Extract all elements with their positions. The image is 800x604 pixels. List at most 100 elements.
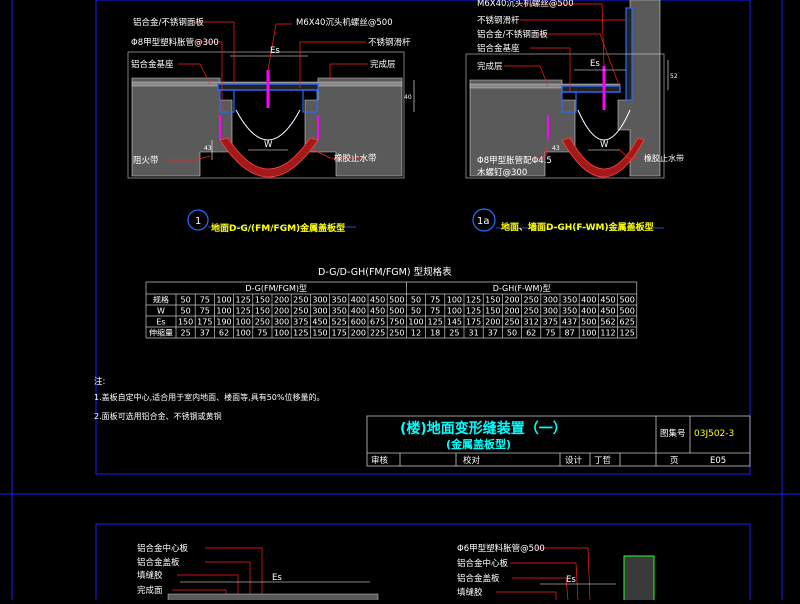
table-cell: 250 [293, 307, 308, 316]
table-cell: 100 [236, 329, 251, 338]
aluminum-base-right [302, 89, 318, 113]
bottom-right-label-4: 填缝胶 [457, 587, 483, 598]
table-cell: 50 [411, 296, 421, 305]
table-cell: 300 [312, 307, 327, 316]
bottom-left-label-3: 填缝胶 [137, 570, 163, 581]
detail-1-drawing [127, 21, 415, 179]
table-cell: 350 [562, 307, 577, 316]
detail-1a-dim-43: 43 [552, 145, 560, 152]
table-row-label: 规格 [153, 295, 169, 305]
table-cell: 200 [485, 318, 500, 327]
table-cell: 175 [466, 318, 481, 327]
review-label: 审核 [371, 455, 389, 466]
waterstop-inner [577, 109, 631, 141]
table-cell: 125 [293, 329, 308, 338]
table-cell: 500 [620, 307, 635, 316]
table-cell: 75 [257, 329, 267, 338]
table-cell: 450 [600, 296, 615, 305]
table-cell: 400 [351, 307, 366, 316]
table-group-header-right: D-GH(F-WM)型 [493, 284, 551, 293]
aluminum-base [561, 91, 577, 113]
table-cell: 100 [447, 296, 462, 305]
detail-1-label-8: 橡胶止水带 [334, 153, 377, 164]
table-cell: 100 [216, 307, 231, 316]
detail-1-caption-text: 地面D-G/(FM/FGM)金属盖板型 [211, 222, 345, 234]
table-cell: 500 [389, 307, 404, 316]
detail-1-label-4: M6X40沉头机螺丝@500 [296, 17, 393, 28]
detail-1-label-3: 铝合金基座 [131, 59, 174, 70]
detail-1-number-circle [187, 209, 209, 231]
bottom-left-dim-es: Es [272, 573, 282, 583]
table-cell: 75 [200, 307, 210, 316]
note-2: 2.面板可选用铝合金、不锈钢或黄铜 [94, 411, 222, 421]
table-cell: 75 [545, 329, 555, 338]
table-cell: 400 [581, 296, 596, 305]
table-cell: 150 [255, 307, 270, 316]
table-row-label: Es [156, 318, 165, 327]
title-block-title: (楼)地面变形缝装置（一） [400, 420, 567, 437]
table-cell: 31 [469, 329, 479, 338]
table-cell: 525 [332, 318, 347, 327]
detail-1a-dim-es: Es [590, 59, 600, 69]
detail-1-caption: 1 地面D-G/(FM/FGM)金属盖板型 [187, 209, 356, 234]
bottom-right-dim-es: Es [566, 575, 576, 585]
detail-1a-caption-text: 地面、墙面D-GH(F-WM)金属盖板型 [501, 221, 654, 233]
detail-1a-leaders [504, 3, 640, 161]
detail-1a-dim-w: W [600, 140, 609, 150]
detail-1a-number-circle [472, 208, 496, 232]
detail-1-dim-es: Es [270, 46, 280, 56]
table-cell: 250 [255, 318, 270, 327]
table-cell: 50 [411, 307, 421, 316]
table-cell: 18 [430, 329, 440, 338]
table-cell: 100 [408, 318, 423, 327]
bottom-right-label-1: Φ6甲型塑料胀管@500 [457, 543, 545, 554]
table-row-label: W [157, 307, 165, 316]
table-cell: 200 [351, 329, 366, 338]
table-cell: 675 [370, 318, 385, 327]
table-cell: 750 [389, 318, 404, 327]
detail-1a-label-1: M6X40沉头机螺丝@500 [477, 0, 574, 9]
table-cell: 437 [562, 318, 577, 327]
detail-1-number: 1 [195, 216, 201, 227]
table-cell: 600 [351, 318, 366, 327]
bottom-right-detail [496, 547, 655, 603]
page-number: E05 [710, 456, 726, 466]
table-cell: 300 [312, 296, 327, 305]
detail-1-dim-43: 43 [204, 145, 212, 152]
table-cell: 100 [274, 329, 289, 338]
table-cell: 62 [219, 329, 229, 338]
atlas-number-label: 图集号 [660, 428, 686, 439]
table-cell: 625 [620, 318, 635, 327]
table-cell: 562 [600, 318, 615, 327]
aluminum-base-left [219, 89, 235, 113]
bottom-right-label-2: 铝合金中心板 [457, 558, 509, 569]
table-cell: 200 [504, 296, 519, 305]
table-cell: 450 [312, 318, 327, 327]
table-cell: 300 [274, 318, 289, 327]
table-cell: 125 [236, 296, 251, 305]
detail-1a-label-5: 完成层 [477, 61, 503, 72]
bottom-left-label-1: 铝合金中心板 [137, 543, 189, 554]
table-cell: 350 [332, 307, 347, 316]
table-cell: 62 [526, 329, 536, 338]
table-cell: 50 [181, 296, 191, 305]
notes-heading: 注: [94, 376, 105, 387]
title-block: (楼)地面变形缝装置（一） (金属盖板型) 图集号 03J502-3 审核 校对… [366, 415, 751, 467]
detail-1-label-5: 不锈钢滑杆 [368, 37, 411, 48]
table-cell: 312 [524, 318, 539, 327]
detail-1a-drawing [465, 0, 669, 179]
table-cell: 400 [351, 296, 366, 305]
detail-1-label-6: 完成层 [370, 59, 396, 70]
table-cell: 150 [312, 329, 327, 338]
page-label: 页 [670, 456, 679, 466]
table-cell: 450 [370, 296, 385, 305]
table-cell: 125 [466, 307, 481, 316]
table-cell: 12 [411, 329, 421, 338]
table-cell: 250 [389, 329, 404, 338]
table-cell: 100 [447, 307, 462, 316]
table-cell: 250 [524, 307, 539, 316]
table-cell: 375 [543, 318, 558, 327]
note-1: 1.盖板自定中心,适合用于室内地面、楼面等,具有50%位移量的。 [94, 392, 325, 402]
